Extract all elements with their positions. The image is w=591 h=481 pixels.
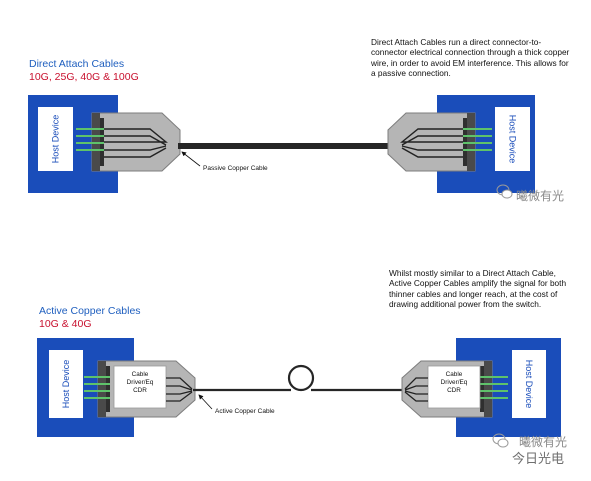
acc-cable (193, 364, 402, 392)
acc-connector-right (401, 360, 508, 418)
acc-connector-left (84, 360, 196, 418)
wechat-icon (496, 184, 513, 199)
acc-chip-right-label: Cable Driver/Eq CDR (440, 371, 468, 394)
watermark-bottom-a: 曦微有光 (519, 435, 568, 449)
dac-cable (178, 143, 390, 149)
dac-speeds: 10G, 25G, 40G & 100G (29, 71, 139, 83)
dac-cable-label: Passive Copper Cable (203, 165, 268, 172)
acc-cable-label: Active Copper Cable (215, 408, 275, 415)
acc-host-left-label: Host Device (61, 360, 71, 409)
acc-title: Active Copper Cables (39, 305, 141, 317)
watermark-bottom-b: 今日光电 (512, 451, 565, 466)
dac-host-right-label: Host Device (508, 115, 518, 164)
acc-description: Whilst mostly similar to a Direct Attach… (389, 268, 567, 309)
acc-chip-left-label: Cable Driver/Eq CDR (126, 371, 154, 394)
dac-description: Direct Attach Cables run a direct connec… (371, 37, 570, 78)
dac-connector-left (76, 112, 181, 172)
dac-title: Direct Attach Cables (29, 58, 125, 70)
acc-speeds: 10G & 40G (39, 318, 92, 330)
wechat-icon (492, 433, 509, 448)
acc-host-right-label: Host Device (524, 360, 534, 409)
dac-connector-right (387, 112, 492, 172)
watermark-top: 曦微有光 (516, 189, 565, 203)
acc-cable-pointer (198, 394, 213, 410)
dac-cable-pointer (181, 151, 201, 167)
dac-host-left-label: Host Device (51, 115, 61, 164)
acc-cable-loop (287, 364, 315, 392)
